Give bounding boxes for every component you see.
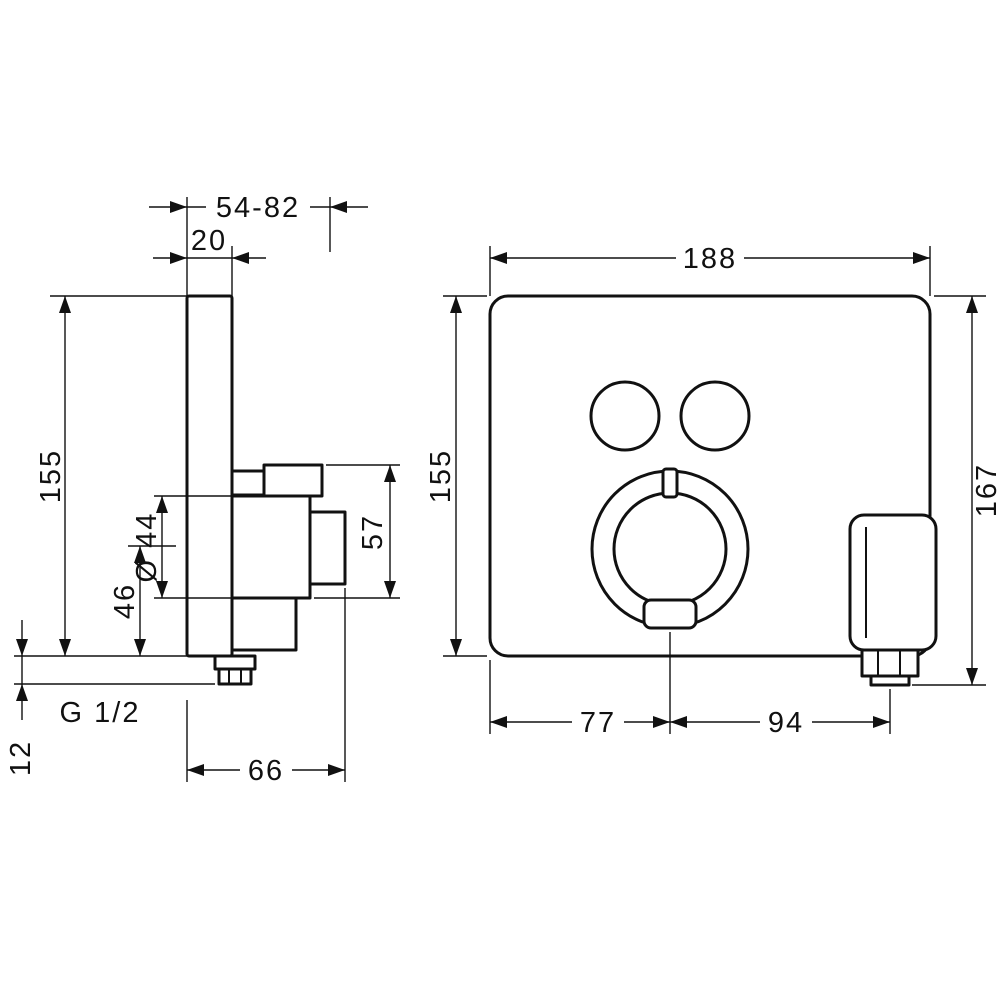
select-button-base-profile [230, 469, 266, 497]
holder-nipple [869, 674, 911, 687]
label-mask [760, 708, 812, 736]
label-mask [206, 193, 310, 221]
dim-label-front-height: 155 [425, 449, 457, 503]
dim-plate-thickness: 20 [153, 225, 266, 264]
label-mask [240, 756, 292, 784]
shower-holder-profile [230, 596, 298, 652]
dim-holder-axis: 94 [670, 707, 890, 739]
outlet-stub-profile [213, 654, 257, 671]
dim-protrusion-height: 57 [357, 465, 396, 598]
thread-label: G 1/2 [60, 697, 141, 729]
thermostat-dial-inner [612, 491, 728, 607]
dim-label-handle-diameter: Ø 44 [131, 512, 163, 583]
dim-label-total-depth: 66 [248, 755, 284, 787]
handshower-holder [848, 513, 938, 652]
dial-grip-tab [642, 598, 698, 630]
thermostat-handle-profile [230, 494, 312, 600]
holder-hex-nut [860, 648, 920, 678]
dim-overall-height: 167 [966, 296, 1000, 685]
label-mask [676, 244, 744, 272]
front-view: 188 155 167 77 94 [425, 243, 1000, 739]
dim-install-depth: 54-82 [149, 192, 368, 224]
dim-dial-axis: 77 [490, 707, 670, 739]
dim-outlet-protrusion: 12 [5, 620, 37, 776]
dim-axis-from-bottom: 46 [109, 546, 146, 656]
dim-label-overall-height: 167 [971, 463, 1000, 517]
select-button-right [679, 380, 751, 452]
dial-marker-notch [661, 467, 679, 499]
dim-label-plate-thickness: 20 [191, 225, 227, 257]
dim-front-height: 155 [425, 296, 462, 656]
dim-side-height: 155 [35, 296, 71, 656]
dim-handle-diameter: Ø 44 [131, 496, 168, 598]
handle-grip-profile [308, 510, 347, 586]
outlet-nut-profile [217, 667, 253, 686]
dim-label-outlet-protrusion: 12 [5, 740, 37, 776]
dim-label-plate-width: 188 [683, 243, 737, 275]
front-view-parts [488, 294, 938, 687]
side-view: 54-82 20 155 Ø 44 46 57 [5, 192, 400, 787]
dim-label-dial-axis: 77 [580, 707, 616, 739]
dim-total-depth: 66 [187, 755, 345, 787]
escutcheon-plate-profile [185, 294, 234, 658]
dim-plate-width: 188 [490, 243, 930, 275]
select-button-cap-profile [262, 463, 324, 498]
dim-label-side-height: 155 [35, 449, 67, 503]
side-view-parts [185, 294, 347, 686]
select-button-left [589, 380, 661, 452]
label-mask [572, 708, 624, 736]
dim-label-holder-axis: 94 [768, 707, 804, 739]
dim-label-install-depth: 54-82 [216, 192, 300, 224]
dim-label-axis-from-bottom: 46 [109, 583, 141, 619]
dim-label-protrusion-height: 57 [357, 514, 389, 550]
